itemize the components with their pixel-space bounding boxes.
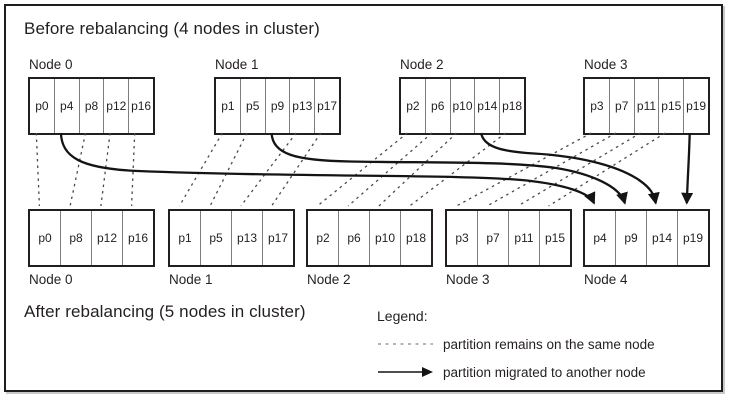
partition-cell: p13 — [289, 79, 314, 133]
legend-label: partition remains on the same node — [443, 336, 655, 352]
partition-cell: p15 — [539, 211, 570, 265]
partition-cell: p9 — [615, 211, 646, 265]
node-label: Node 0 — [29, 57, 73, 72]
legend: Legend: partition remains on the same no… — [377, 308, 707, 391]
partition-cell: p0 — [38, 231, 52, 245]
partition-cell: p0 — [35, 99, 49, 113]
partition-cell: p12 — [103, 79, 128, 133]
node-label: Node 2 — [400, 57, 444, 72]
before-node-1: Node 1 p1 p5 p9 p13 p17 — [214, 57, 341, 135]
node-box: p0 p8 p12 p16 — [28, 209, 155, 267]
partition-cell: p18 — [400, 211, 431, 265]
dashed-line-icon — [378, 343, 433, 345]
partition-cell: p4 — [593, 231, 607, 245]
partition-cell: p13 — [231, 211, 262, 265]
partition-cell: p18 — [499, 79, 524, 133]
partition-cell: p3 — [590, 99, 604, 113]
partition-cell: p16 — [122, 211, 153, 265]
partition-cell: p6 — [338, 211, 369, 265]
node-box: p3 p7 p11 p15 p19 — [583, 77, 710, 135]
partition-cell: p10 — [449, 79, 475, 133]
solid-arrow-icon — [378, 367, 433, 377]
partition-cell: p12 — [91, 211, 122, 265]
node-label: Node 1 — [215, 57, 259, 72]
partition-cell: p3 — [455, 231, 469, 245]
node-label: Node 3 — [446, 272, 490, 287]
before-node-3: Node 3 p3 p7 p11 p15 p19 — [583, 57, 710, 135]
node-label: Node 1 — [169, 272, 213, 287]
after-node-0: p0 p8 p12 p16 Node 0 — [28, 209, 155, 288]
node-label: Node 0 — [29, 272, 73, 287]
node-label: Node 2 — [307, 272, 351, 287]
node-box: p0 p4 p8 p12 p16 — [28, 77, 155, 135]
node-box: p1 p5 p9 p13 p17 — [214, 77, 341, 135]
partition-cell: p16 — [128, 79, 153, 133]
partition-cell: p9 — [264, 79, 290, 133]
rebalancing-diagram: Before rebalancing (4 nodes in cluster) … — [4, 4, 723, 392]
partition-cell: p7 — [477, 211, 508, 265]
partition-cell: p17 — [262, 211, 293, 265]
node-box: p1 p5 p13 p17 — [168, 209, 295, 267]
after-node-4: p4 p9 p14 p19 Node 4 — [583, 209, 710, 288]
partition-cell: p2 — [406, 99, 420, 113]
partition-cell: p2 — [316, 231, 330, 245]
before-node-2: Node 2 p2 p6 p10 p14 p18 — [399, 57, 526, 135]
partition-cell: p5 — [200, 211, 231, 265]
partition-cell: p15 — [658, 79, 683, 133]
partition-cell: p19 — [677, 211, 708, 265]
legend-title: Legend: — [377, 308, 428, 324]
partition-cell: p14 — [474, 79, 499, 133]
partition-cell: p1 — [178, 231, 192, 245]
after-node-1: p1 p5 p13 p17 Node 1 — [168, 209, 295, 288]
before-node-0: Node 0 p0 p4 p8 p12 p16 — [28, 57, 155, 135]
legend-item-migrated: partition migrated to another node — [377, 363, 707, 381]
partition-cell: p8 — [60, 211, 91, 265]
partition-cell: p11 — [633, 79, 659, 133]
node-box: p2 p6 p10 p18 — [306, 209, 433, 267]
partition-cell: p7 — [608, 79, 634, 133]
partition-cell: p11 — [508, 211, 539, 265]
partition-cell: p10 — [369, 211, 400, 265]
after-title: After rebalancing (5 nodes in cluster) — [24, 302, 306, 321]
node-label: Node 4 — [584, 272, 628, 287]
node-box: p2 p6 p10 p14 p18 — [399, 77, 526, 135]
partition-cell: p5 — [239, 79, 265, 133]
legend-label: partition migrated to another node — [443, 364, 646, 380]
node-label: Node 3 — [584, 57, 628, 72]
node-box: p4 p9 p14 p19 — [583, 209, 710, 267]
before-title: Before rebalancing (4 nodes in cluster) — [24, 19, 320, 38]
partition-cell: p14 — [646, 211, 677, 265]
node-box: p3 p7 p11 p15 — [445, 209, 572, 267]
after-node-2: p2 p6 p10 p18 Node 2 — [306, 209, 433, 288]
partition-cell: p8 — [78, 79, 104, 133]
partition-cell: p4 — [53, 79, 79, 133]
partition-cell: p17 — [314, 79, 339, 133]
partition-cell: p1 — [221, 99, 235, 113]
legend-item-remains: partition remains on the same node — [377, 335, 707, 353]
after-node-3: p3 p7 p11 p15 Node 3 — [445, 209, 572, 288]
partition-cell: p6 — [424, 79, 450, 133]
partition-cell: p19 — [683, 79, 708, 133]
